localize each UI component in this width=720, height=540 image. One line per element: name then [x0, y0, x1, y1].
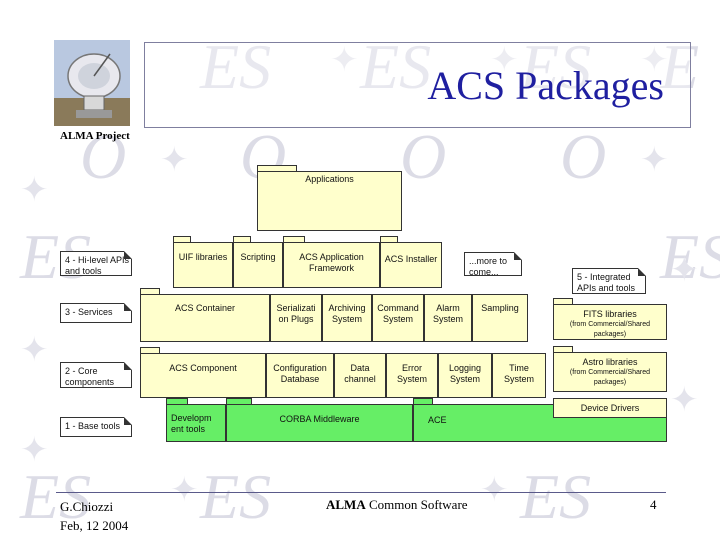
scripting-box: Scripting — [233, 242, 283, 288]
slide-title: ACS Packages — [427, 63, 664, 108]
more-to-come-label: ...more to come... — [469, 256, 508, 277]
data-channel-box: Data channel — [334, 353, 386, 398]
footer-divider — [56, 492, 666, 493]
astro-source-note: (from Commercial/Shared packages) — [569, 369, 651, 386]
layer-label-core: 2 - Core components — [65, 366, 115, 387]
note-fold-icon — [124, 362, 132, 370]
footer-software: ALMA Common Software — [326, 497, 468, 513]
development-tools-label: Developm ent tools — [171, 413, 212, 434]
astro-libraries-label: Astro libraries — [582, 357, 638, 367]
acs-installer-box: ACS Installer — [380, 242, 442, 288]
alarm-system-box: Alarm System — [424, 294, 472, 342]
applications-box: Applications — [257, 171, 402, 231]
note-fold-icon — [638, 268, 646, 276]
layer-note-hilevel: 4 - Hi-level APIs and tools — [60, 251, 132, 276]
installer-tab — [380, 236, 398, 242]
configuration-database-box: Configuration Database — [266, 353, 334, 398]
footer-author-block: G.Chiozzi Feb, 12 2004 — [60, 497, 128, 535]
device-drivers-box: Device Drivers — [553, 398, 667, 418]
note-fold-icon — [124, 303, 132, 311]
footer-author: G.Chiozzi — [60, 499, 114, 514]
acs-component-box: ACS Component — [140, 353, 266, 398]
acs-app-tab — [283, 236, 305, 242]
footer-alma: ALMA — [326, 497, 366, 512]
layer-label-services: 3 - Services — [65, 307, 113, 317]
ace-tab — [413, 398, 433, 404]
note-fold-icon — [124, 417, 132, 425]
page-number: 4 — [650, 497, 657, 512]
layer-label-hilevel: 4 - Hi-level APIs and tools — [65, 255, 130, 276]
uif-tab — [173, 236, 191, 242]
astro-tab — [553, 346, 573, 352]
command-system-box: Command System — [372, 294, 424, 342]
time-system-box: Time System — [492, 353, 546, 398]
acs-container-box: ACS Container — [140, 294, 270, 342]
fits-source-note: (from Commercial/Shared packages) — [569, 321, 651, 338]
fits-libraries-box: FITS libraries (from Commercial/Shared p… — [553, 304, 667, 340]
layer-label-base: 1 - Base tools — [65, 421, 121, 431]
note-fold-icon — [514, 252, 522, 260]
layer-note-services: 3 - Services — [60, 303, 132, 323]
archiving-system-box: Archiving System — [322, 294, 372, 342]
uif-libraries-box: UIF libraries — [173, 242, 233, 288]
title-frame — [144, 42, 691, 128]
component-tab — [140, 347, 160, 353]
acs-application-framework-box: ACS Application Framework — [283, 242, 380, 288]
fits-libraries-label: FITS libraries — [583, 309, 637, 319]
footer-date: Feb, 12 2004 — [60, 518, 129, 533]
astro-libraries-box: Astro libraries (from Commercial/Shared … — [553, 352, 667, 392]
antenna-logo-icon — [54, 40, 130, 126]
fits-tab — [553, 298, 573, 304]
footer-common-software: Common Software — [368, 497, 468, 512]
applications-tab — [257, 165, 297, 171]
error-system-box: Error System — [386, 353, 438, 398]
layer-note-integrated: 5 - Integrated APIs and tools — [572, 268, 646, 294]
container-tab — [140, 288, 160, 294]
devtools-tab — [166, 398, 188, 404]
more-to-come-note: ...more to come... — [464, 252, 522, 277]
note-fold-icon — [124, 251, 132, 259]
alma-project-label: ALMA Project — [60, 130, 130, 142]
development-tools-box: Developm ent tools — [166, 404, 226, 442]
serialization-plugs-box: Serializati on Plugs — [270, 294, 322, 342]
corba-tab — [226, 398, 252, 404]
layer-label-integrated: 5 - Integrated APIs and tools — [577, 272, 636, 293]
corba-middleware-box: CORBA Middleware — [226, 404, 413, 442]
scripting-tab — [233, 236, 251, 242]
sampling-box: Sampling — [472, 294, 528, 342]
layer-note-core: 2 - Core components — [60, 362, 132, 388]
logging-system-box: Logging System — [438, 353, 492, 398]
layer-note-base: 1 - Base tools — [60, 417, 132, 437]
